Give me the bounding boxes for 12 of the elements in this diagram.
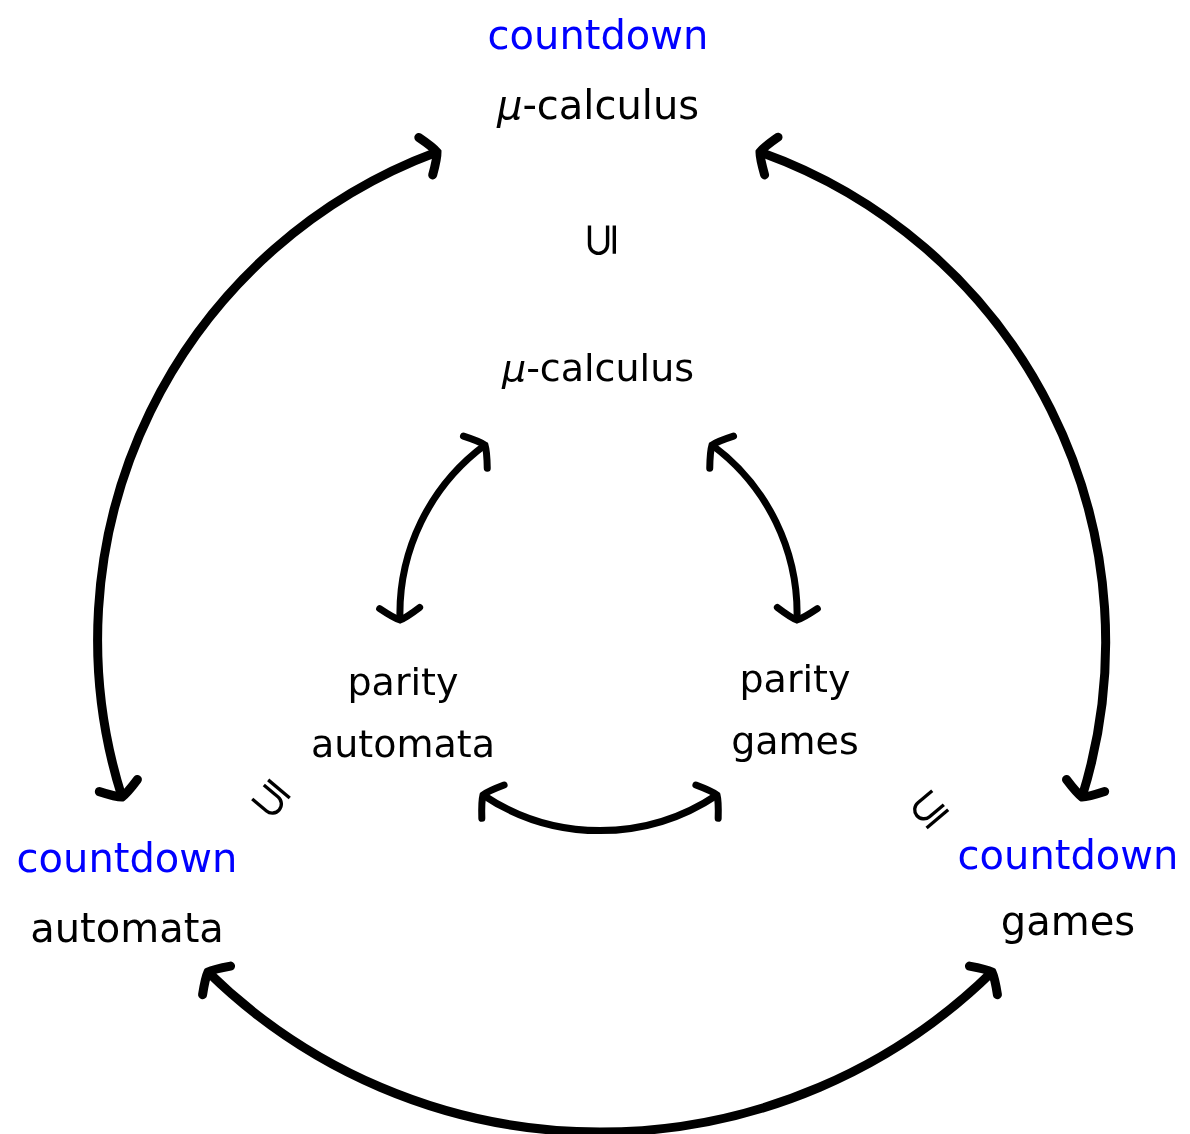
subset-symbol: ⊆ <box>240 770 300 830</box>
node-label: parity automata <box>310 659 496 768</box>
subset-symbol: ⊆ <box>577 220 623 260</box>
node-label: countdown <box>957 831 1179 880</box>
node-label: games <box>1000 897 1136 946</box>
node-label: μ-calculus <box>496 81 700 130</box>
node-label: μ-calculus <box>501 345 695 392</box>
subset-symbol: ⊆ <box>898 778 958 838</box>
node-label: countdown <box>487 11 709 60</box>
node-label: countdown <box>16 834 238 883</box>
node-label: parity games <box>730 656 860 765</box>
node-label: automata <box>30 904 224 953</box>
